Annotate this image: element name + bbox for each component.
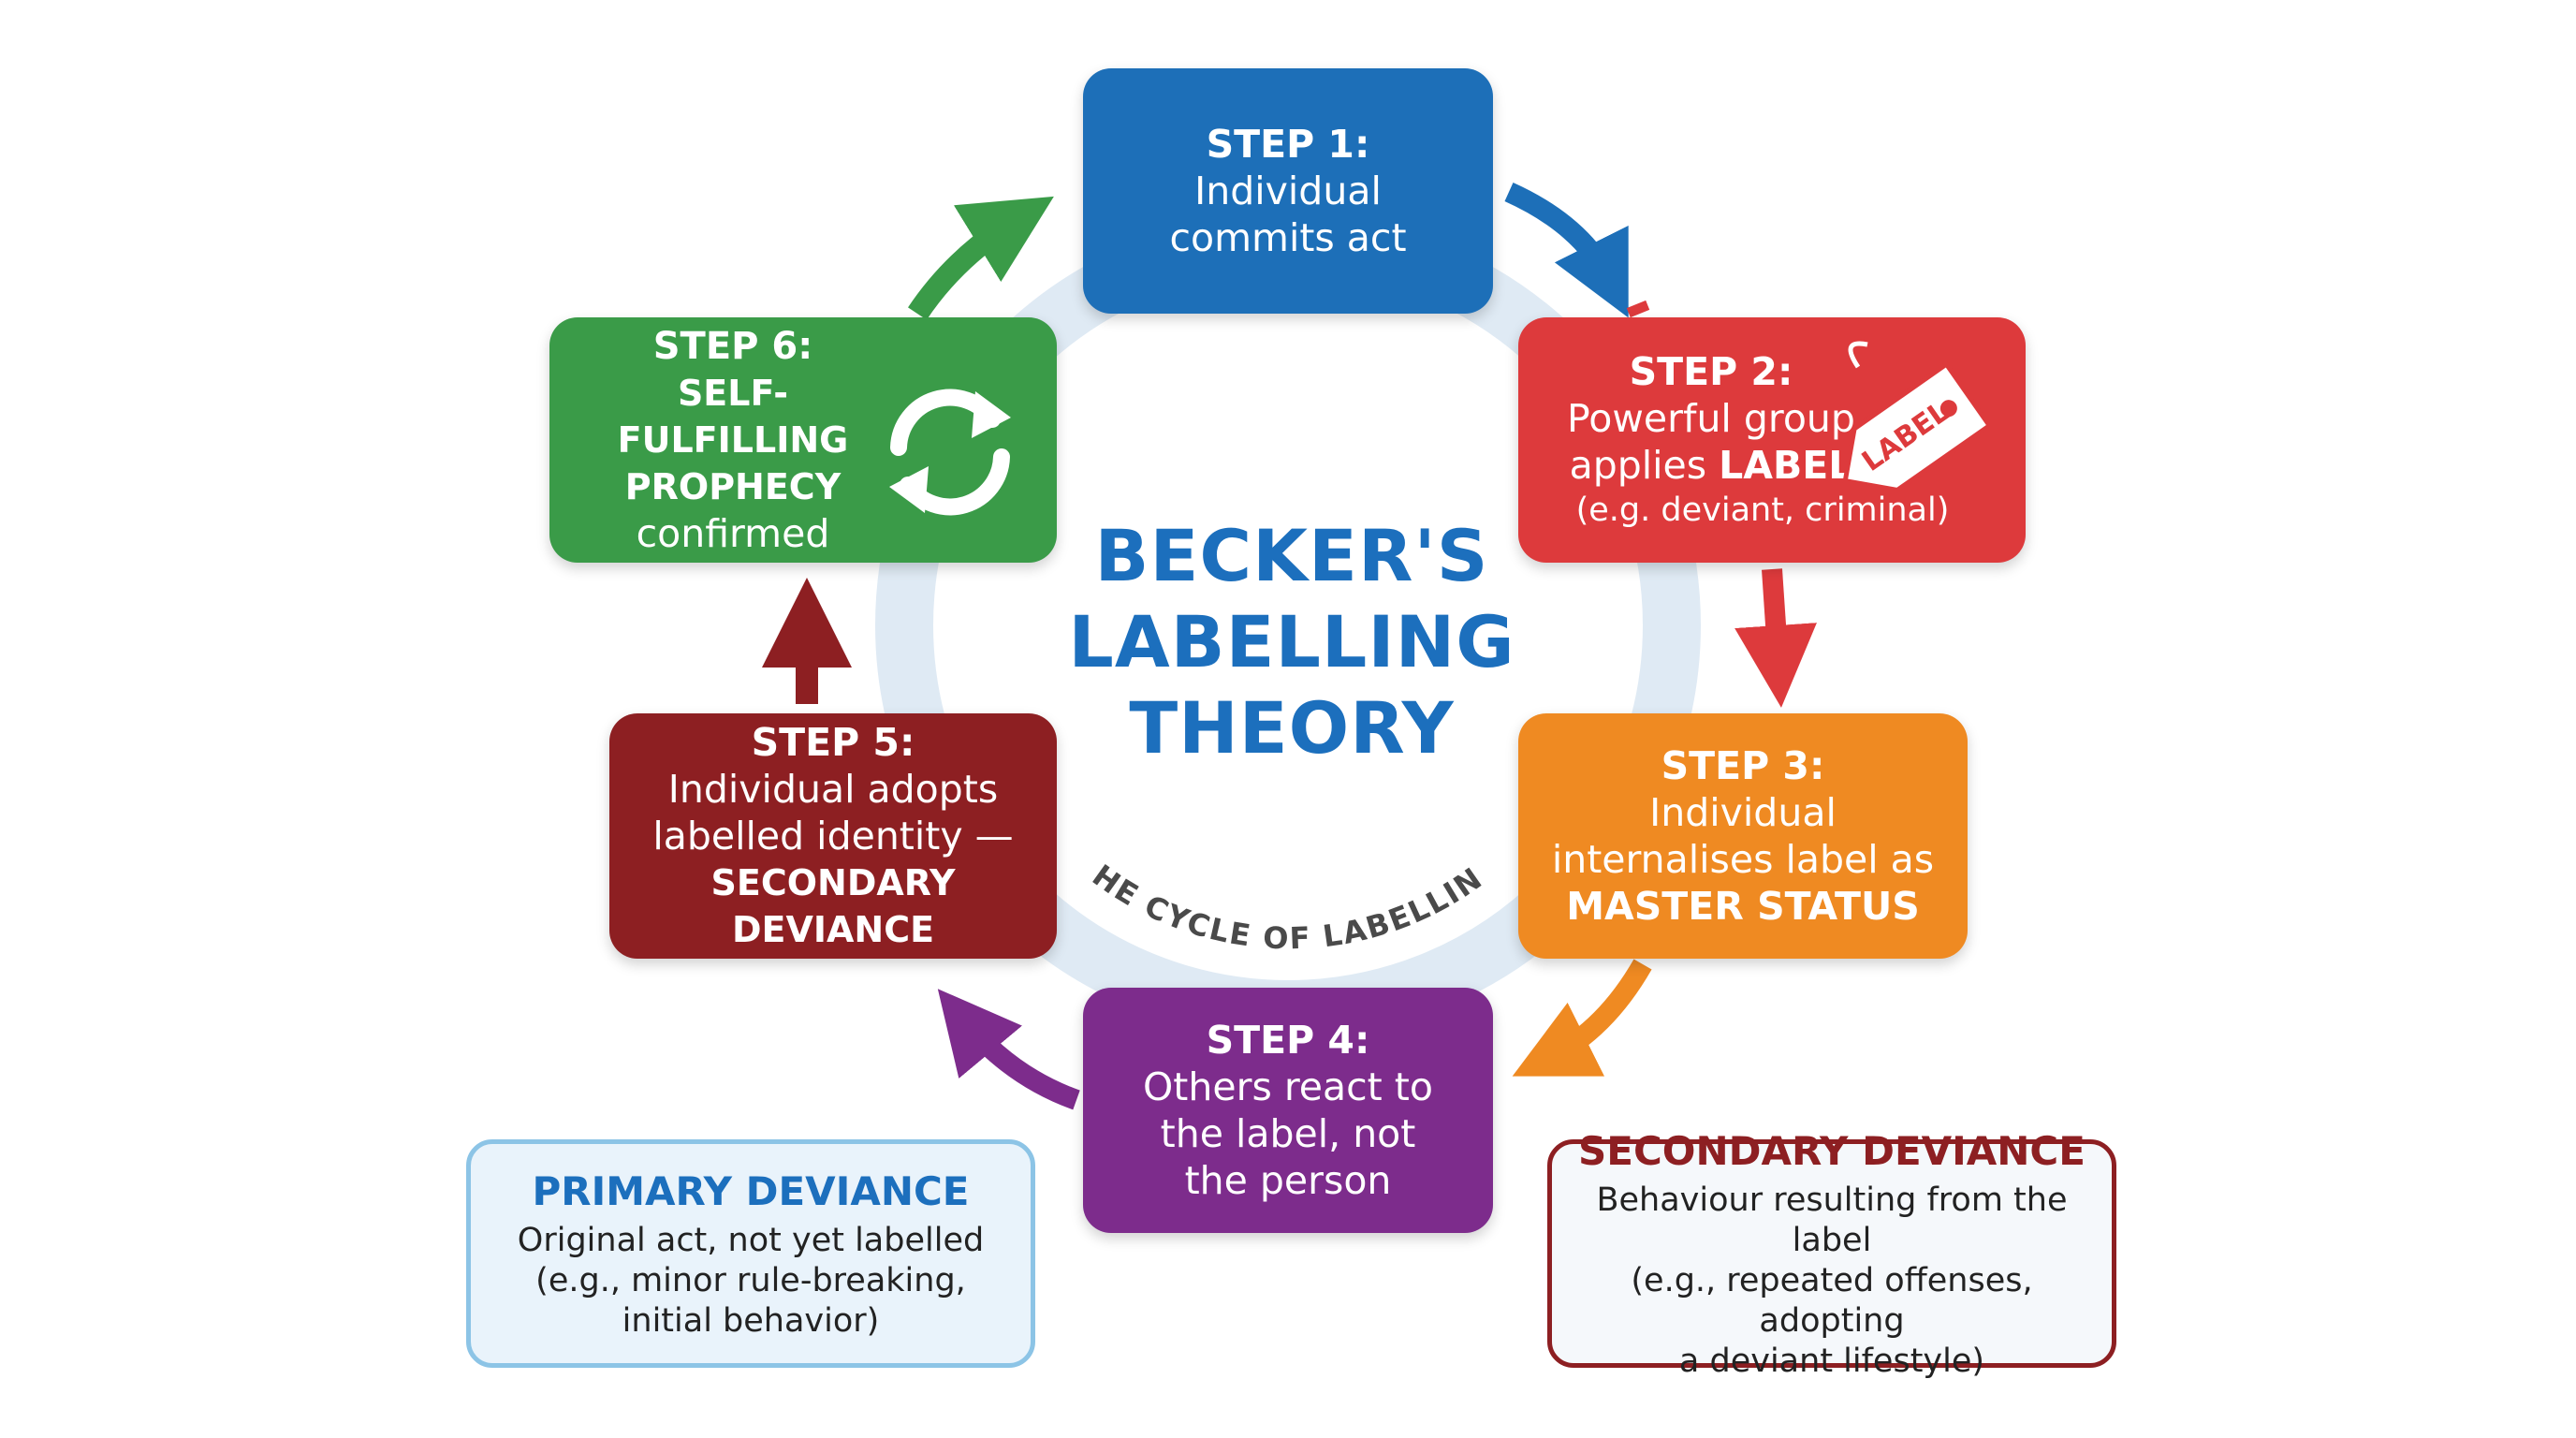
title-line-1: BECKER'S xyxy=(1094,514,1489,597)
diagram-title: BECKER'S LABELLING THEORY xyxy=(973,513,1610,771)
step-3-heading: STEP 3: xyxy=(1661,743,1825,788)
step-6-heading: STEP 6: xyxy=(652,325,813,368)
step-2-applies: applies xyxy=(1569,443,1707,488)
arrow-step2-to-step3 xyxy=(1734,568,1817,708)
step-5-heading: STEP 5: xyxy=(751,720,915,765)
step-5-secondary-deviance: SECONDARY DEVIANCE xyxy=(710,862,956,950)
step-2-text-line1: Powerful group xyxy=(1567,396,1855,441)
step-2-heading: STEP 2: xyxy=(1629,349,1793,394)
label-tag-icon: LABEL xyxy=(1842,341,1993,493)
arrow-step4-to-step5 xyxy=(937,989,1080,1110)
step-3-text-line2: internalises label as xyxy=(1551,837,1935,882)
primary-deviance-note: PRIMARY DEVIANCE Original act, not yet l… xyxy=(466,1139,1035,1368)
secondary-deviance-line1: Behaviour resulting from the label xyxy=(1596,1181,2068,1259)
step-3-master-status: MASTER STATUS xyxy=(1566,884,1920,929)
step-4-box: STEP 4: Others react to the label, not t… xyxy=(1083,988,1493,1233)
step-3-box: STEP 3: Individual internalises label as… xyxy=(1518,713,1968,959)
arrow-step3-to-step4 xyxy=(1512,959,1652,1077)
step-1-text: Individual commits act xyxy=(1169,169,1407,260)
step-5-text-line1: Individual adopts xyxy=(667,767,999,812)
primary-deviance-line3: initial behavior) xyxy=(622,1301,880,1340)
step-1-heading: STEP 1: xyxy=(1206,122,1370,167)
arrow-step2-tail xyxy=(1626,300,1650,318)
step-6-emphasis-line1: SELF-FULFILLING xyxy=(617,373,849,461)
step-6-text: confirmed xyxy=(636,511,830,556)
arrow-step1-to-step2 xyxy=(1504,182,1629,318)
primary-deviance-line1: Original act, not yet labelled xyxy=(517,1221,985,1259)
step-6-emphasis-line2: PROPHECY xyxy=(624,466,842,507)
primary-deviance-line2: (e.g., minor rule-breaking, xyxy=(535,1261,966,1299)
arrow-step6-to-step1 xyxy=(908,196,1054,320)
step-5-box: STEP 5: Individual adopts labelled ident… xyxy=(609,713,1057,959)
step-2-text-line2: applies LABEL xyxy=(1570,442,1853,489)
secondary-deviance-line3: a deviant lifestyle) xyxy=(1678,1342,1985,1380)
step-1-box: STEP 1: Individual commits act xyxy=(1083,68,1493,314)
step-4-heading: STEP 4: xyxy=(1206,1018,1370,1063)
step-5-text-line2: labelled identity — xyxy=(652,814,1014,858)
step-6-box: STEP 6: SELF-FULFILLING PROPHECY confirm… xyxy=(549,317,1057,563)
step-2-label-word: LABEL xyxy=(1719,443,1853,488)
secondary-deviance-line2: (e.g., repeated offenses, adopting xyxy=(1631,1261,2033,1340)
primary-deviance-heading: PRIMARY DEVIANCE xyxy=(532,1167,970,1214)
step-3-text-line1: Individual xyxy=(1649,790,1837,835)
cycle-arrows-icon xyxy=(889,389,1011,516)
step-2-example: (e.g. deviant, criminal) xyxy=(1575,492,1950,529)
title-line-2: LABELLING xyxy=(1068,600,1515,683)
step-4-text: Others react to the label, not the perso… xyxy=(1143,1064,1433,1203)
title-line-3: THEORY xyxy=(1129,686,1455,770)
secondary-deviance-heading: SECONDARY DEVIANCE xyxy=(1578,1127,2086,1174)
secondary-deviance-note: SECONDARY DEVIANCE Behaviour resulting f… xyxy=(1547,1128,2116,1380)
